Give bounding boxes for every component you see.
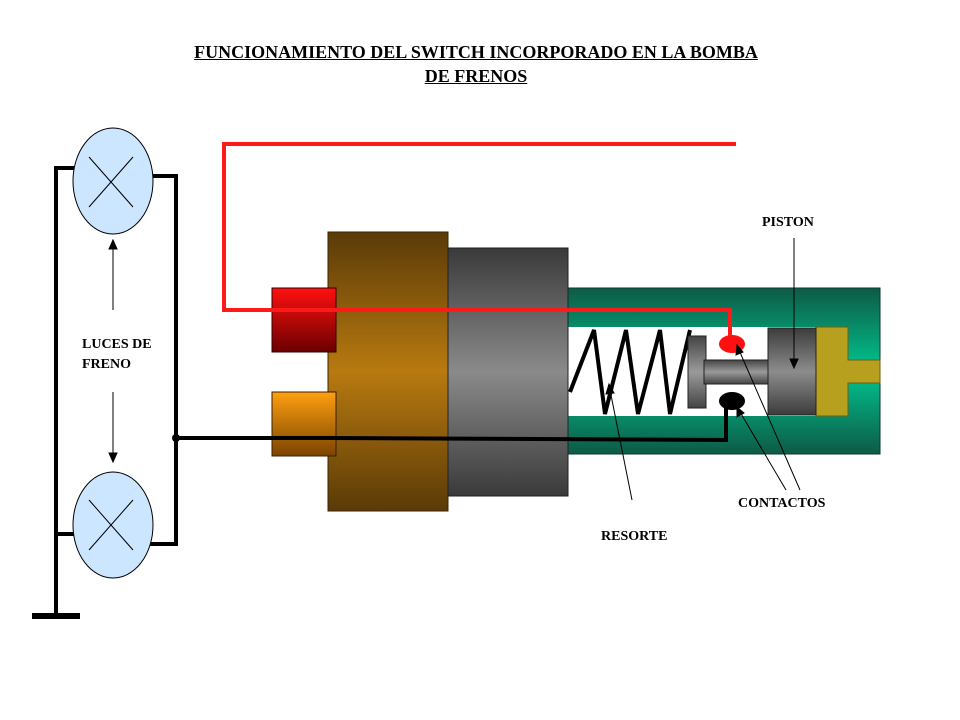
brake-lamp-bottom: [72, 471, 154, 579]
piston-pointer: [789, 238, 799, 370]
contacts-pointers: [735, 343, 801, 491]
title-line-1: FUNCIONAMIENTO DEL SWITCH INCORPORADO EN…: [194, 42, 758, 62]
red-terminal: [271, 287, 337, 353]
diagram-title: FUNCIONAMIENTO DEL SWITCH INCORPORADO EN…: [0, 40, 952, 88]
black-wire: [176, 404, 728, 443]
piston-assembly: [687, 327, 817, 416]
junction-dot: [172, 434, 180, 442]
brake-lights-label-line-2: FRENO: [82, 357, 131, 372]
lamp-arrows: [108, 238, 118, 464]
brake-lights-label: LUCES DE FRENO: [82, 335, 152, 375]
lamp-wiring: [32, 166, 178, 619]
brake-lamp-top: [72, 127, 154, 235]
spring-label: RESORTE: [601, 529, 668, 544]
brake-lights-label-line-1: LUCES DE: [82, 337, 152, 352]
spring-pointer: [605, 382, 633, 501]
title-line-2: DE FRENOS: [424, 66, 528, 86]
black-contact: [719, 392, 745, 410]
pump-housing: [447, 247, 569, 497]
contacts-label: CONTACTOS: [738, 496, 826, 511]
spring: [568, 329, 692, 415]
orange-terminal: [271, 391, 337, 457]
piston-label: PISTON: [762, 215, 814, 230]
pump-body: [327, 231, 449, 512]
red-wire: [222, 142, 736, 342]
